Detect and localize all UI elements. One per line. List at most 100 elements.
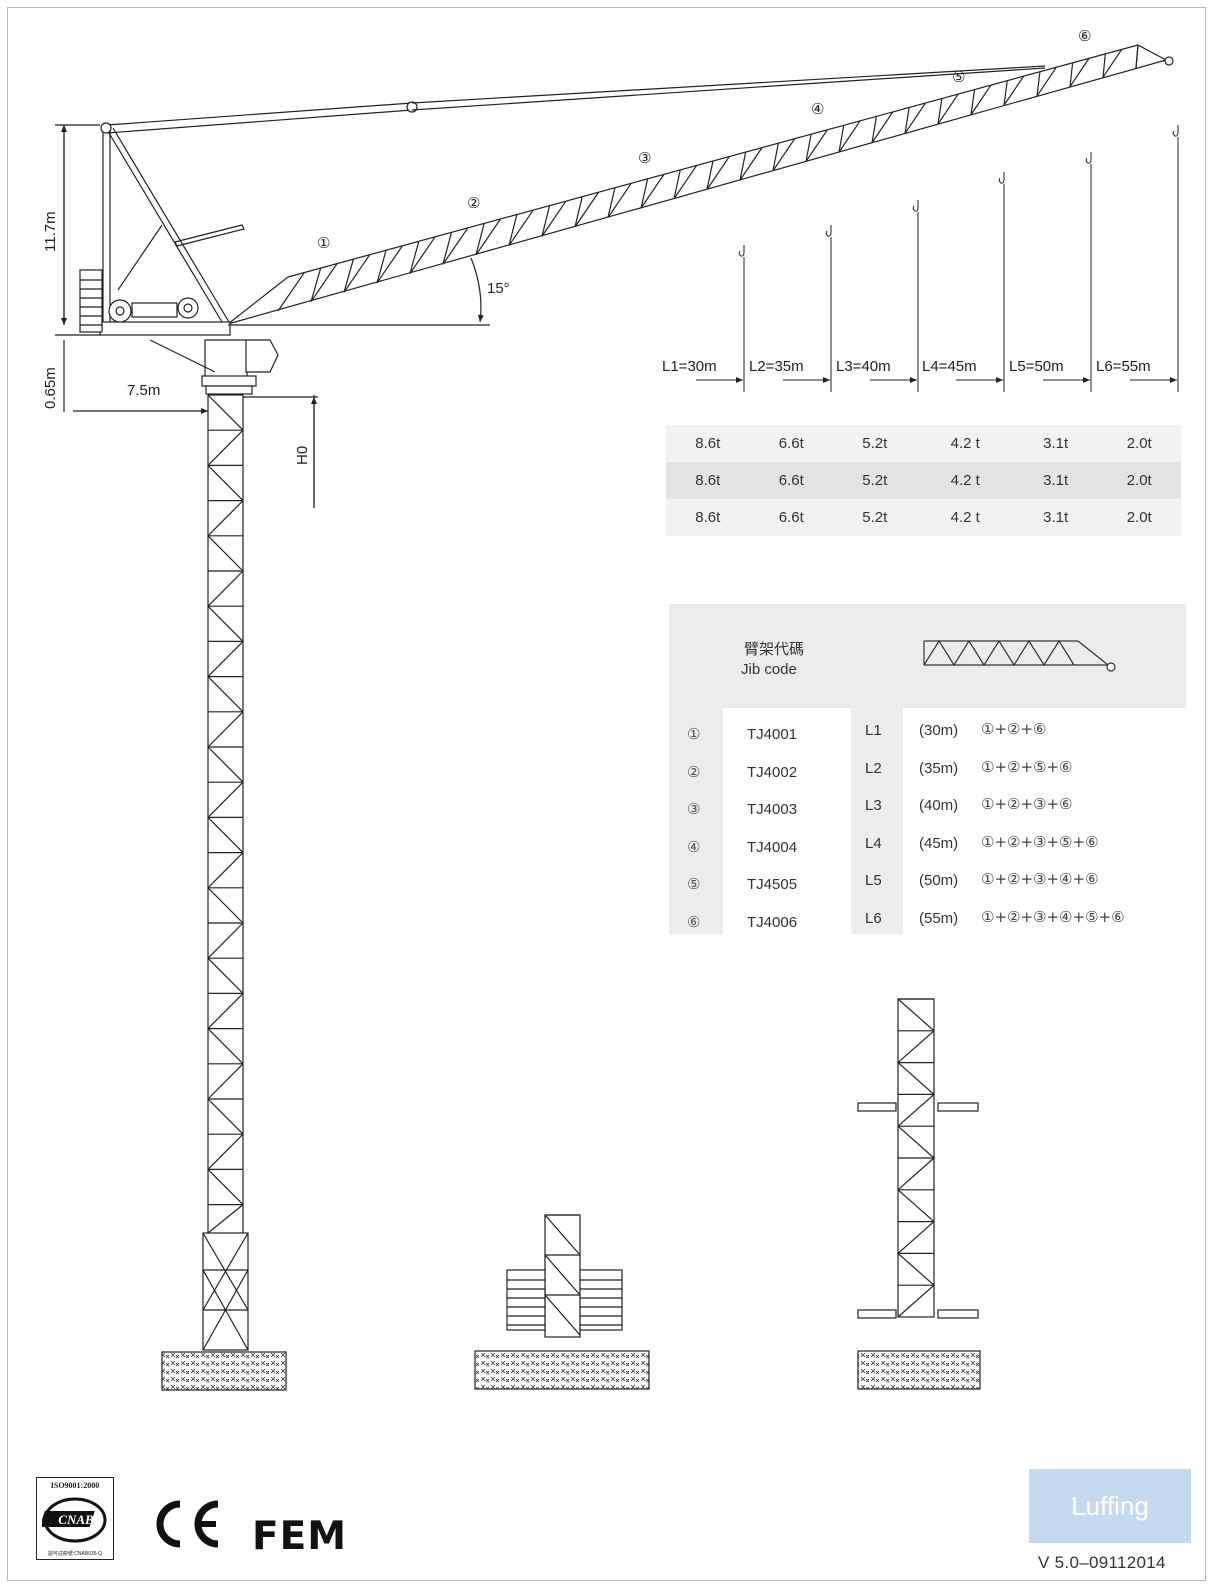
- climbing-tower-diagonal: [897, 1221, 935, 1254]
- mast-diagonal: [207, 535, 244, 572]
- jib-length-name: L5: [865, 872, 882, 889]
- jib-lacing: [475, 223, 485, 256]
- mast-diagonal: [207, 1098, 244, 1135]
- load-cell: 8.6t: [666, 499, 750, 536]
- jib-lacing: [574, 191, 600, 228]
- load-cell: 5.2t: [833, 425, 917, 462]
- mast-diagonal: [207, 394, 244, 431]
- counter-jib-tie: [106, 109, 413, 134]
- mast-diagonal: [207, 570, 244, 607]
- luffing-winch-hub: [183, 303, 193, 313]
- foundation-1: [161, 1351, 287, 1391]
- jib-lacing: [442, 232, 453, 265]
- jib-code-num-column: [669, 708, 723, 934]
- jib-length-name: L3: [865, 797, 882, 814]
- jib-length-value: (45m): [919, 834, 959, 852]
- a-frame-brace: [117, 224, 163, 291]
- mast-diagonal: [207, 887, 244, 924]
- jib-lacing: [343, 254, 371, 293]
- jib-lacing: [508, 209, 534, 246]
- load-cell: 4.2 t: [916, 462, 1014, 499]
- load-cell: 2.0t: [1097, 499, 1181, 536]
- a-frame-strut: [112, 127, 230, 323]
- ce-mark-icon: [156, 1500, 219, 1548]
- mast-diagonal: [207, 464, 244, 502]
- jib-length-name: L1: [865, 722, 882, 739]
- jib-lacing: [970, 89, 976, 115]
- jib-length-label: L2=35m: [749, 358, 804, 375]
- jib-code-value: TJ4006: [747, 913, 798, 931]
- jib-code-value: TJ4505: [747, 876, 798, 893]
- load-cell: 6.6t: [749, 462, 834, 499]
- jib-lacing: [673, 165, 698, 200]
- jib-length-name: L2: [865, 759, 882, 777]
- cnab-logo-icon: CNAB: [42, 1497, 107, 1543]
- load-cell: 5.2t: [833, 462, 917, 499]
- jib-lacing: [508, 214, 518, 246]
- jib-lacing: [1135, 44, 1139, 69]
- jib-section-mark: ⑥: [1078, 28, 1091, 45]
- base-ballast-left: [506, 1269, 546, 1331]
- jib-lacing: [772, 143, 779, 171]
- iso-registration-text: 認可註冊號:CNAB035-Q: [47, 1551, 103, 1557]
- version-label: V 5.0–09112014: [1038, 1553, 1166, 1572]
- jib-code-value: TJ4002: [747, 763, 798, 781]
- climbing-tower-diagonal: [897, 1189, 935, 1223]
- counter-jib-label: 7.5m: [127, 382, 160, 399]
- climbing-tower-diagonal: [897, 1284, 935, 1318]
- jib-code-number: ③: [687, 800, 701, 818]
- tie-sheave: [406, 101, 418, 113]
- hook-icon: [998, 172, 1005, 184]
- anchor-beam-right: [937, 1102, 979, 1112]
- jib-lacing: [1036, 71, 1041, 97]
- height-label-top: 11.7m: [42, 211, 59, 252]
- jib-lacing: [310, 267, 322, 302]
- jib-lacing: [739, 151, 747, 181]
- mast-diagonal: [207, 1168, 244, 1206]
- jib-combination: ①+②+⑥: [981, 720, 1047, 738]
- counter-jib-deck: [99, 321, 231, 336]
- jib-lacing: [805, 134, 812, 162]
- a-frame-head: [100, 122, 112, 134]
- mast-height-label: H0: [294, 446, 311, 465]
- jib-lacing: [937, 98, 943, 125]
- load-cell: 4.2 t: [916, 425, 1014, 462]
- jib-lacing: [871, 111, 894, 144]
- crane-details: [55, 122, 981, 1390]
- winch-motor: [131, 302, 178, 318]
- page-frame: [7, 7, 1206, 1581]
- mast-diagonal: [207, 640, 244, 678]
- hook-icon: [912, 200, 919, 212]
- iso-text: ISO9001:2000: [50, 1481, 100, 1490]
- jib-lacing: [1069, 62, 1074, 87]
- mast-base-diagonal: [202, 1232, 249, 1311]
- jib-lacing: [1036, 66, 1057, 97]
- jib-code-number: ⑤: [687, 875, 701, 893]
- jib-lacing: [1102, 53, 1106, 78]
- jib-code-number: ①: [687, 725, 701, 743]
- jib-lacing: [838, 125, 845, 153]
- jib-combination: ①+②+⑤+⑥: [981, 757, 1073, 776]
- load-cell: 8.6t: [666, 462, 750, 499]
- jib-angle-arc: [470, 257, 484, 323]
- jib-lacing: [607, 187, 616, 218]
- mast-diagonal: [207, 1063, 244, 1100]
- jib-lacing: [376, 245, 403, 284]
- jib-tip-chord: [1137, 44, 1167, 61]
- luffing-jib: [106, 44, 1174, 325]
- jib-code-number: ④: [687, 837, 701, 856]
- foundation-2: [474, 1350, 650, 1390]
- load-cell: 6.6t: [749, 499, 834, 536]
- mast-diagonal: [207, 781, 244, 818]
- cab-support: [204, 339, 248, 379]
- jib-combination: ①+②+③+④+⑤+⑥: [981, 907, 1125, 926]
- jib-section-mark: ③: [638, 150, 651, 167]
- jib-length-label: L3=40m: [836, 358, 891, 375]
